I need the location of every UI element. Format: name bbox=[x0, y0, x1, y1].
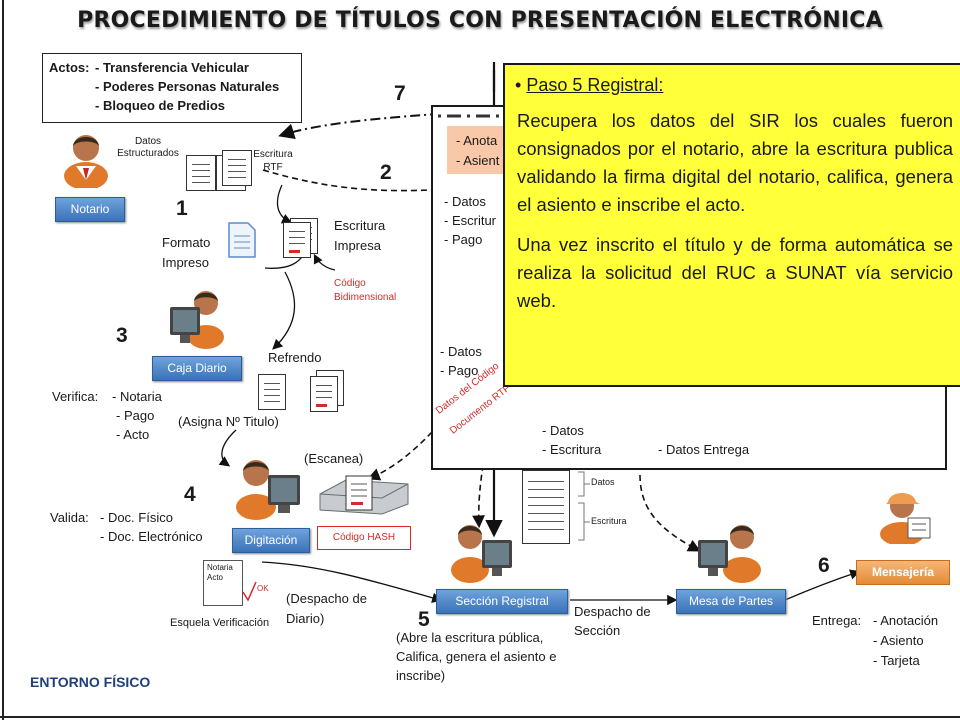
notario-role[interactable]: Notario bbox=[55, 197, 125, 222]
step-4: 4 bbox=[184, 483, 196, 506]
entrega-label: Entrega: bbox=[812, 613, 862, 628]
entrega-item: - Tarjeta bbox=[873, 653, 920, 668]
codigo-hash-box: Código HASH bbox=[317, 526, 411, 550]
verifica-item: - Pago bbox=[116, 408, 155, 423]
refrendo-document-icon-front bbox=[310, 376, 338, 412]
datos-bracket-label: Datos bbox=[591, 477, 615, 487]
datos-document-icon bbox=[186, 155, 216, 191]
box-pago-label: - Pago bbox=[444, 232, 483, 247]
box-dash-bar bbox=[438, 114, 502, 118]
bottom-escritura-label: - Escritura bbox=[542, 442, 602, 457]
mensajeria-role[interactable]: Mensajería bbox=[856, 560, 950, 585]
left-border bbox=[2, 0, 4, 720]
asient-label: - Asient bbox=[456, 153, 500, 168]
digitacion-person-icon bbox=[236, 460, 300, 520]
verifica-label: Verifica: bbox=[52, 389, 99, 404]
caja-diario-role[interactable]: Caja Diario bbox=[152, 356, 242, 381]
digitacion-role[interactable]: Digitación bbox=[232, 528, 310, 553]
rtf-document-icon-back bbox=[222, 150, 252, 186]
step-3: 3 bbox=[116, 324, 128, 347]
mensajeria-person-icon bbox=[880, 493, 931, 544]
seccion-registral-role[interactable]: Sección Registral bbox=[436, 589, 568, 614]
formato-impreso-icon bbox=[228, 222, 256, 258]
valida-item: - Doc. Electrónico bbox=[100, 529, 203, 544]
refrendo-label: Refrendo bbox=[268, 350, 322, 365]
box-escritur-label: - Escritur bbox=[444, 213, 496, 228]
abre-label: (Abre la escritura pública, Califica, ge… bbox=[396, 630, 557, 683]
verifica-item: - Notaria bbox=[112, 389, 162, 404]
mesa-person-icon bbox=[698, 525, 761, 583]
step-5: 5 bbox=[418, 608, 430, 631]
esquela-label: Esquela Verificación bbox=[170, 617, 270, 629]
esquela-notaria: Notaria bbox=[207, 563, 233, 572]
step-6: 6 bbox=[818, 554, 830, 577]
anotacion-panel bbox=[447, 126, 507, 174]
asigna-label: (Asigna Nº Titulo) bbox=[178, 414, 279, 429]
callout-paragraph-2: Una vez inscrito el título y de forma au… bbox=[517, 234, 953, 311]
callout-heading-text: Paso 5 Registral: bbox=[526, 75, 664, 95]
actos-item: - Poderes Personas Naturales bbox=[95, 79, 280, 94]
step-2: 2 bbox=[380, 161, 392, 184]
despacho-seccion-label: Despacho de Sección bbox=[574, 604, 651, 638]
codigo-bidimensional-label: Código Bidimensional bbox=[334, 278, 397, 303]
entrega-item: - Asiento bbox=[873, 633, 924, 648]
box-datos-label: - Datos bbox=[444, 194, 486, 209]
escritura-rtf-label: Escritura RTF bbox=[253, 149, 293, 173]
datos-escritura-document-icon bbox=[522, 470, 570, 544]
anota-label: - Anota bbox=[456, 133, 498, 148]
page-title: PROCEDIMIENTO DE TÍTULOS CON PRESENTACIÓ… bbox=[77, 8, 883, 33]
escanea-label: (Escanea) bbox=[304, 451, 364, 466]
verifica-item: - Acto bbox=[116, 427, 150, 442]
entorno-fisico-label: ENTORNO FÍSICO bbox=[30, 674, 151, 690]
actos-item: - Bloqueo de Predios bbox=[95, 98, 226, 113]
esquela-document-icon: Notaria Acto bbox=[203, 560, 243, 606]
actos-item: - Transferencia Vehicular bbox=[95, 60, 249, 75]
callout-heading: • Paso 5 Registral: bbox=[515, 75, 664, 95]
esquela-acto: Acto bbox=[207, 573, 224, 582]
bottom-datos-label: - Datos bbox=[542, 423, 584, 438]
caja-person-icon bbox=[170, 291, 224, 349]
box-datos2-label: - Datos bbox=[440, 344, 482, 359]
datos-entrega-label: - Datos Entrega bbox=[658, 442, 750, 457]
valida-label: Valida: bbox=[50, 510, 89, 525]
callout-paragraph-1: Recupera los datos del SIR los cuales fu… bbox=[517, 110, 953, 215]
entrega-item: - Anotación bbox=[873, 613, 939, 628]
actos-label: Actos: bbox=[49, 60, 90, 75]
despacho-diario-label: (Despacho de Diario) bbox=[286, 591, 367, 626]
step-7: 7 bbox=[394, 82, 406, 105]
ok-mark: OK bbox=[257, 584, 269, 593]
formato-impreso-label: Formato Impreso bbox=[162, 235, 211, 270]
box-pago2-label: - Pago bbox=[440, 363, 479, 378]
step-1: 1 bbox=[176, 197, 188, 220]
notario-person-icon bbox=[64, 135, 108, 188]
vertical-arrow-top bbox=[492, 62, 496, 92]
seccion-person-icon bbox=[451, 525, 512, 583]
paso5-callout: • Paso 5 Registral: Recupera los datos d… bbox=[503, 63, 960, 387]
refrendo-document-icon bbox=[258, 374, 286, 410]
escritura-impresa-icon bbox=[283, 222, 311, 258]
valida-item: - Doc. Físico bbox=[100, 510, 173, 525]
bottom-border bbox=[0, 716, 960, 718]
escritura-impresa-label: Escritura Impresa bbox=[334, 218, 386, 253]
actos-box: Actos: - Transferencia Vehicular - Poder… bbox=[42, 53, 302, 123]
mesa-partes-role[interactable]: Mesa de Partes bbox=[676, 589, 786, 614]
scanner-icon bbox=[319, 475, 409, 515]
escritura-bracket-label: Escritura bbox=[591, 516, 627, 526]
datos-estructurados-label: Datos Estructurados bbox=[117, 136, 179, 159]
